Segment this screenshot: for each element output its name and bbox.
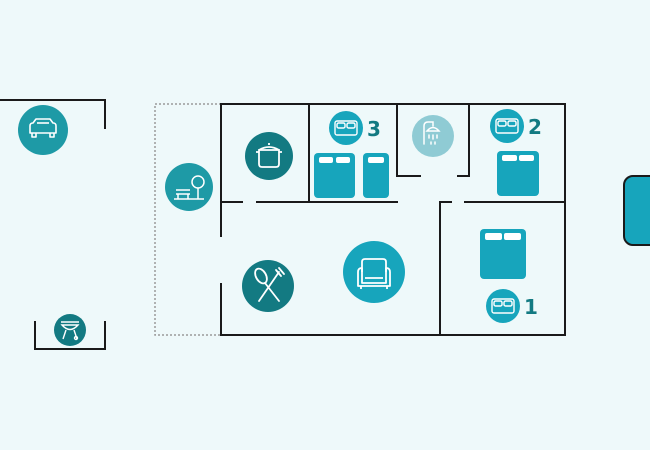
side-tab[interactable] (623, 175, 650, 246)
bedroom-3-icon-circle (329, 111, 363, 145)
living-room (343, 241, 405, 303)
bed-icon (495, 118, 519, 134)
bathroom-room (412, 115, 454, 157)
grill-icon (60, 321, 80, 341)
shower-icon (423, 121, 441, 145)
garden-area (165, 163, 213, 211)
walls (0, 99, 566, 350)
bedroom-3: 3 (314, 111, 389, 198)
parking-icon-circle (18, 105, 68, 155)
double-bed-icon (314, 153, 355, 198)
cooking-pot-icon (256, 143, 282, 168)
bedroom-1: 1 (480, 229, 538, 323)
armchair-icon (357, 258, 391, 289)
bed-icon (491, 298, 515, 314)
kitchen-room (245, 132, 293, 180)
garden-icon-circle (165, 163, 213, 211)
double-bed-icon (497, 151, 539, 196)
terrace-outline (154, 103, 221, 336)
car-icon (29, 118, 57, 138)
garden-bench-icon (174, 175, 205, 200)
bedroom-2: 2 (490, 109, 542, 196)
bedroom-2-number: 2 (528, 115, 542, 139)
parking-area (18, 105, 68, 155)
dining-room (242, 260, 294, 312)
bedroom-1-icon-circle (486, 289, 520, 323)
living-icon-circle (343, 241, 405, 303)
barbecue-area (54, 314, 86, 346)
kitchen-icon-circle (245, 132, 293, 180)
bedroom-2-icon-circle (490, 109, 524, 143)
single-bed-icon (363, 153, 389, 198)
double-bed-icon (480, 229, 526, 279)
cutlery-icon (254, 267, 285, 302)
bedroom-3-number: 3 (367, 117, 381, 141)
bedroom-1-number: 1 (524, 295, 538, 319)
bed-icon (334, 120, 358, 136)
